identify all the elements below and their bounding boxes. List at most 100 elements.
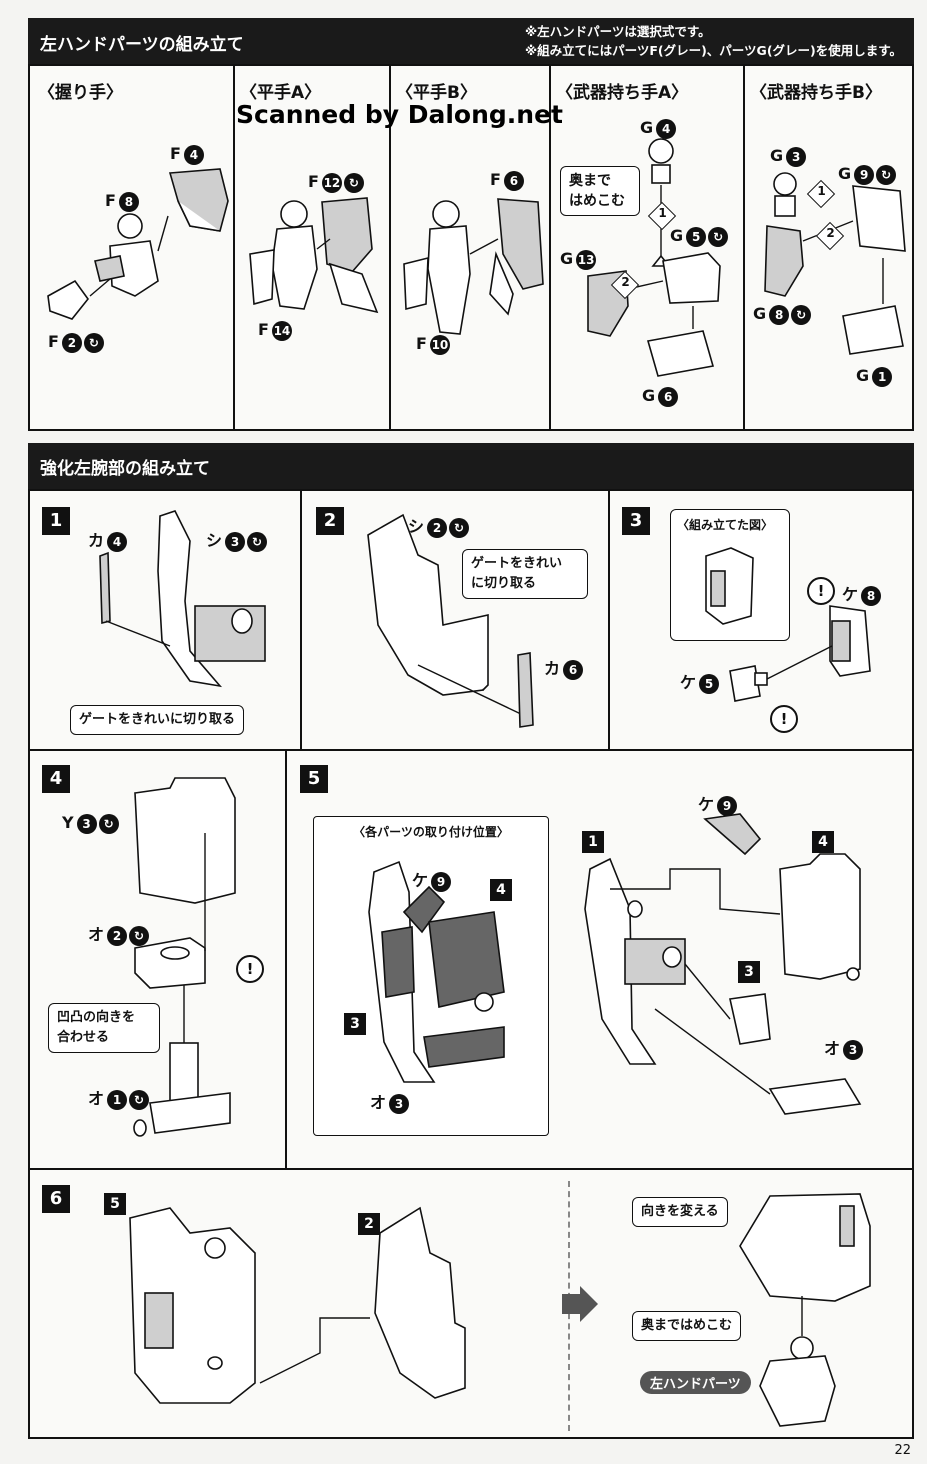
callout-cut-gate: ゲートをきれい に切り取る (462, 549, 588, 599)
section-notes: ※左ハンドパーツは選択式です。 ※組み立てにはパーツF(グレー)、パーツG(グレ… (525, 22, 902, 60)
inset-title: 〈各パーツの取り付け位置〉 (353, 825, 509, 839)
note-parts-used: ※組み立てにはパーツF(グレー)、パーツG(グレー)を使用します。 (524, 43, 902, 58)
column-title-flat-b: 〈平手B〉 (396, 83, 477, 103)
step-number-5: 5 (300, 765, 328, 793)
divider (233, 66, 235, 431)
step-number-3: 3 (622, 507, 650, 535)
step-number: 1 (658, 206, 667, 220)
column-title-weapon-b: 〈武器持ち手B〉 (750, 83, 882, 103)
note-selectable: ※左ハンドパーツは選択式です。 (524, 24, 711, 39)
callout-push-in: 奥まで はめこむ (560, 166, 640, 216)
step6-right-illustration (739, 1193, 871, 1427)
sub-step-marker: 4 (812, 831, 834, 853)
step-number-2: 2 (316, 507, 344, 535)
step5-illustration (584, 813, 862, 1115)
scan-watermark: Scanned by Dalong.net (236, 100, 564, 129)
inset-title: 〈組み立てた図〉 (677, 518, 774, 532)
step6-left-illustration (129, 1206, 466, 1404)
column-title-flat-a: 〈平手A〉 (240, 83, 322, 103)
step-number-4: 4 (42, 765, 70, 793)
step-number-6: 6 (42, 1185, 70, 1213)
callout-change-direction: 向きを変える (632, 1197, 728, 1227)
sub-step-marker: 5 (104, 1193, 126, 1215)
cement-icon: ↻ (129, 1089, 150, 1110)
divider (389, 66, 391, 431)
weapon-hand-a-illustration (587, 138, 721, 377)
section-title-left-arm: 強化左腕部の組み立て (28, 443, 914, 489)
page-number: 22 (894, 1443, 911, 1458)
weapon-hand-b-illustration (764, 172, 906, 355)
assembled-view-inset: 〈組み立てた図〉 (670, 509, 790, 641)
warning-icon: ! (236, 955, 264, 983)
warning-icon: ! (807, 577, 835, 605)
callout-cut-gate: ゲートをきれいに切り取る (70, 705, 245, 735)
divider (743, 66, 745, 431)
divider (30, 749, 914, 751)
column-title-grip: 〈握り手〉 (38, 83, 123, 103)
step-number-1: 1 (42, 507, 70, 535)
flat-hand-b-illustration (403, 198, 544, 335)
inset-step-marker: 3 (344, 1013, 366, 1035)
sub-step-marker: 2 (358, 1213, 380, 1235)
step2-illustration (367, 513, 534, 728)
assembled-part-illustration (705, 547, 754, 625)
inset-step-marker: 4 (490, 879, 512, 901)
section-title-text: 強化左腕部の組み立て (40, 458, 210, 479)
step-number: 1 (817, 184, 826, 198)
cement-icon: ↻ (708, 226, 729, 247)
step-number: 2 (621, 275, 630, 289)
divider (30, 1168, 914, 1170)
cement-icon: ↻ (83, 332, 104, 353)
column-title-weapon-a: 〈武器持ち手A〉 (556, 83, 689, 103)
cement-icon: ↻ (343, 172, 364, 193)
hand-options-panel: 〈握り手〉 〈平手A〉 〈平手B〉 〈武器持ち手A〉 〈武器持ち手B〉 Scan… (28, 64, 914, 431)
next-arrow-icon (562, 1286, 598, 1322)
callout-align-notch: 凹凸の向きを 合わせる (48, 1003, 160, 1053)
flat-hand-a-illustration (249, 197, 379, 314)
cement-icon: ↻ (876, 164, 897, 185)
divider (285, 749, 287, 1169)
cement-icon: ↻ (449, 517, 470, 538)
sub-step-marker: 1 (582, 831, 604, 853)
cement-icon: ↻ (129, 925, 150, 946)
cement-icon: ↻ (98, 813, 119, 834)
section-title-left-hand: 左ハンドパーツの組み立て ※左ハンドパーツは選択式です。 ※組み立てにはパーツF… (28, 18, 914, 64)
sub-step-marker: 3 (738, 961, 760, 983)
cement-icon: ↻ (247, 531, 268, 552)
section-title-text: 左ハンドパーツの組み立て (40, 35, 244, 55)
left-hand-parts-tag: 左ハンドパーツ (640, 1371, 751, 1394)
step3-illustration (729, 605, 871, 702)
callout-push-in: 奥まではめこむ (632, 1311, 742, 1341)
warning-icon: ! (770, 705, 798, 733)
step1-illustration (99, 510, 266, 688)
